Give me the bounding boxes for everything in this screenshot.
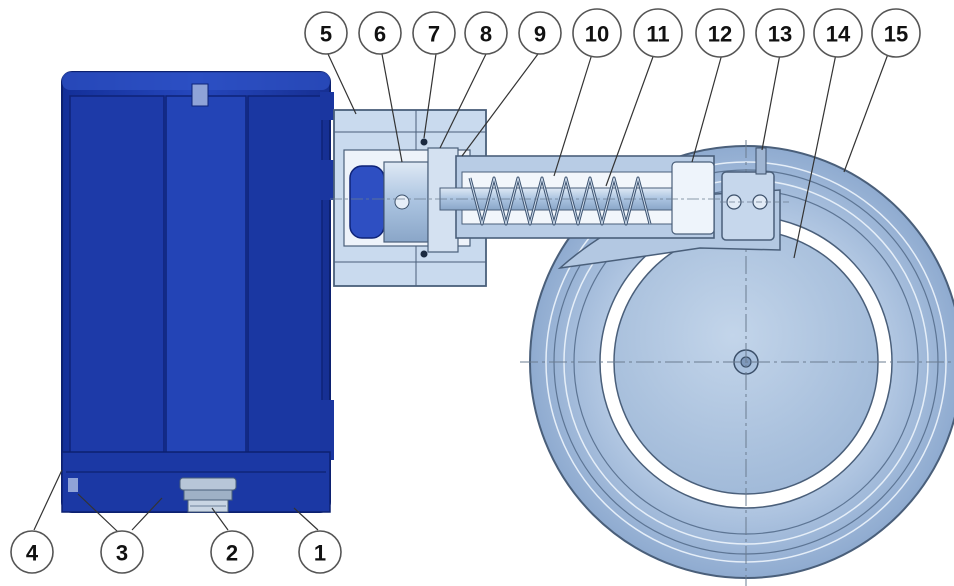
callout-8-label: 8	[480, 22, 492, 47]
leader-5	[327, 53, 357, 115]
housing-side-lug-mid	[320, 160, 334, 200]
callout-14-label: 14	[826, 22, 851, 47]
housing-top-tab	[191, 83, 209, 107]
spring-housing	[330, 109, 720, 287]
leader-2	[211, 507, 229, 531]
callout-2-label: 2	[226, 541, 238, 566]
callout-11: 11	[633, 8, 683, 58]
callouts: 1 2 3 4 5 6 7 8 9 10 11 12 13 14 15	[10, 8, 921, 574]
lever-arm	[721, 171, 775, 241]
leader-10	[553, 53, 593, 177]
leader-1	[293, 507, 319, 531]
leader-8	[439, 53, 487, 149]
callout-leaders	[33, 53, 889, 533]
piston-screw	[394, 194, 410, 210]
callout-15: 15	[871, 8, 921, 58]
callout-6-label: 6	[374, 22, 386, 47]
leader-3b	[131, 497, 163, 531]
housing-side-lug-bottom	[320, 400, 334, 460]
callout-10-label: 10	[585, 22, 609, 47]
housing-side-lug-top	[320, 92, 334, 120]
callout-15-label: 15	[884, 22, 908, 47]
spring-end-cup	[671, 161, 715, 235]
callout-6: 6	[358, 11, 402, 55]
callout-4: 4	[10, 530, 54, 574]
callout-10: 10	[572, 8, 622, 58]
callout-14: 14	[813, 8, 863, 58]
housing-center-panel	[165, 95, 247, 497]
leader-13	[761, 53, 781, 151]
callout-3: 3	[100, 530, 144, 574]
callout-5-label: 5	[320, 22, 332, 47]
callout-12-label: 12	[708, 22, 732, 47]
callout-2: 2	[210, 530, 254, 574]
leader-14	[793, 53, 837, 259]
coil-spring-highlight	[469, 177, 651, 225]
seal-top	[420, 138, 428, 146]
callout-8: 8	[464, 11, 508, 55]
housing-right-panel	[247, 95, 323, 497]
callout-9-label: 9	[534, 22, 546, 47]
actuator-housing	[61, 71, 334, 513]
housing-bottom-slot	[68, 478, 78, 492]
leader-6	[381, 53, 403, 163]
housing-top-rim	[62, 72, 330, 90]
leader-11	[605, 53, 655, 187]
callout-11-label: 11	[646, 22, 669, 47]
callout-3-label: 3	[116, 541, 128, 566]
callout-13-label: 13	[768, 22, 792, 47]
callout-7: 7	[412, 11, 456, 55]
cable-gland	[179, 477, 237, 513]
leader-7	[423, 53, 437, 139]
callout-4-label: 4	[26, 541, 39, 566]
leader-4	[33, 469, 63, 531]
callout-7-label: 7	[428, 22, 440, 47]
callout-13: 13	[755, 8, 805, 58]
piston-cap	[349, 165, 385, 239]
leader-3a	[77, 493, 119, 533]
callout-12: 12	[695, 8, 745, 58]
callout-9: 9	[518, 11, 562, 55]
leader-12	[691, 53, 723, 163]
leader-9	[461, 53, 539, 157]
leader-15	[843, 53, 889, 173]
seal-bottom	[420, 250, 428, 258]
callout-5: 5	[304, 11, 348, 55]
lever-top-bolt	[755, 147, 767, 175]
housing-left-panel	[69, 95, 165, 497]
callout-1: 1	[298, 530, 342, 574]
callout-1-label: 1	[314, 541, 326, 566]
